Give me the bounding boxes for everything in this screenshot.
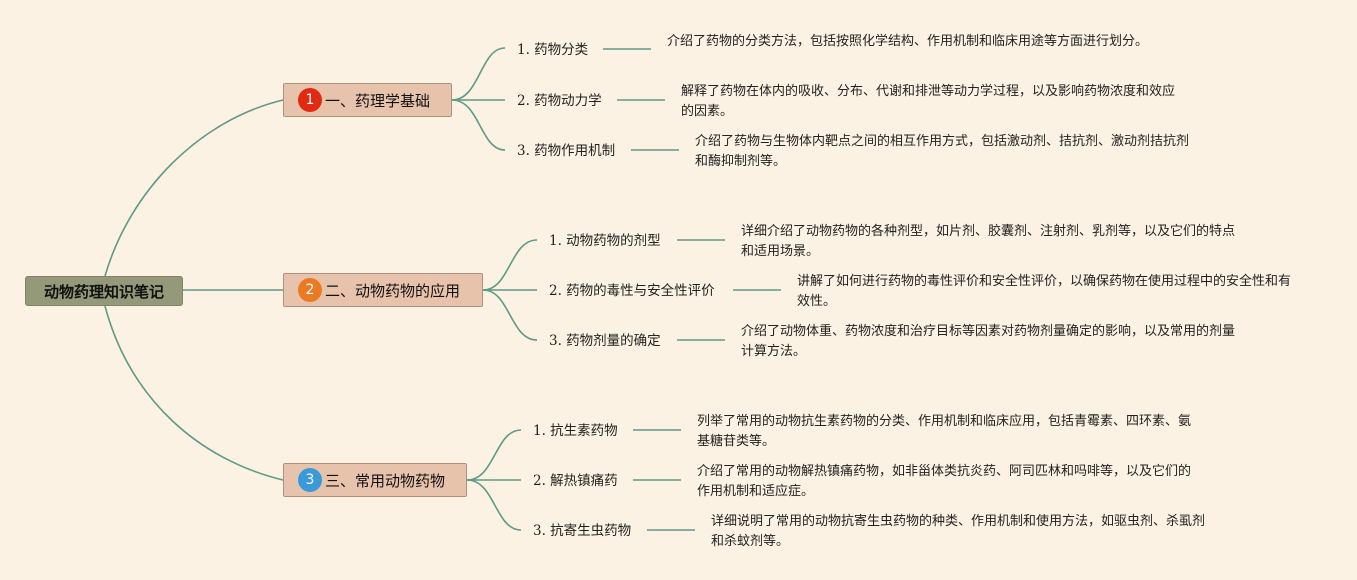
- number-badge-1: 1: [298, 88, 322, 112]
- section-title-2: 二、动物药物的应用: [325, 281, 461, 300]
- topic-node[interactable]: 3. 药物作用机制: [517, 143, 616, 159]
- topic-node[interactable]: 1. 药物分类: [517, 42, 589, 58]
- number-badge-3: 3: [298, 468, 322, 492]
- topic-description: 介绍了药物与生物体内靶点之间的相互作用方式，包括激动剂、拮抗剂、激动剂拮抗剂和酶…: [695, 134, 1190, 169]
- link-s3-item-1: [466, 429, 522, 481]
- topic-description: 介绍了常用的动物解热镇痛药物，如非甾体类抗炎药、阿司匹林和吗啡等，以及它们的作用…: [697, 464, 1192, 499]
- topic-node[interactable]: 2. 药物动力学: [517, 93, 602, 109]
- topic-description: 详细说明了常用的动物抗寄生虫药物的种类、作用机制和使用方法，如驱虫剂、杀虱剂和杀…: [711, 514, 1206, 549]
- link-s3-item-3: [466, 479, 522, 531]
- topic-description: 介绍了动物体重、药物浓度和治疗目标等因素对药物剂量确定的影响，以及常用的剂量计算…: [741, 324, 1236, 359]
- topic-node[interactable]: 2. 药物的毒性与安全性评价: [549, 283, 715, 299]
- topic-description: 介绍了药物的分类方法，包括按照化学结构、作用机制和临床用途等方面进行划分。: [667, 34, 1149, 49]
- topic-node[interactable]: 1. 动物药物的剂型: [549, 233, 661, 249]
- link-s1-item-3: [451, 99, 506, 151]
- topic-description: 列举了常用的动物抗生素药物的分类、作用机制和临床应用，包括青霉素、四环素、氨基糖…: [697, 414, 1192, 449]
- link-root-section-1: [104, 99, 284, 277]
- section-node-3[interactable]: 3 三、常用动物药物: [283, 463, 467, 497]
- topic-description: 详细介绍了动物药物的各种剂型，如片剂、胶囊剂、注射剂、乳剂等，以及它们的特点和适…: [741, 224, 1236, 259]
- topic-description: 解释了药物在体内的吸收、分布、代谢和排泄等动力学过程，以及影响药物浓度和效应的因…: [681, 84, 1176, 119]
- section-node-1[interactable]: 1 一、药理学基础: [283, 83, 452, 117]
- root-node[interactable]: 动物药理知识笔记: [25, 276, 183, 306]
- topic-node[interactable]: 3. 药物剂量的确定: [549, 333, 661, 349]
- link-root-section-3: [104, 305, 284, 481]
- topic-description: 讲解了如何进行药物的毒性评价和安全性评价，以确保药物在使用过程中的安全性和有效性…: [797, 274, 1292, 309]
- section-title-1: 一、药理学基础: [325, 91, 431, 110]
- section-title-3: 三、常用动物药物: [325, 471, 446, 490]
- root-label: 动物药理知识笔记: [43, 282, 164, 301]
- link-s2-item-3: [482, 289, 538, 341]
- number-badge-2: 2: [298, 278, 322, 302]
- link-s1-item-1: [451, 47, 506, 101]
- link-s2-item-1: [482, 239, 538, 291]
- section-node-2[interactable]: 2 二、动物药物的应用: [283, 273, 483, 307]
- topic-node[interactable]: 3. 抗寄生虫药物: [533, 523, 632, 539]
- topic-node[interactable]: 2. 解热镇痛药: [533, 473, 618, 489]
- topic-node[interactable]: 1. 抗生素药物: [533, 423, 618, 439]
